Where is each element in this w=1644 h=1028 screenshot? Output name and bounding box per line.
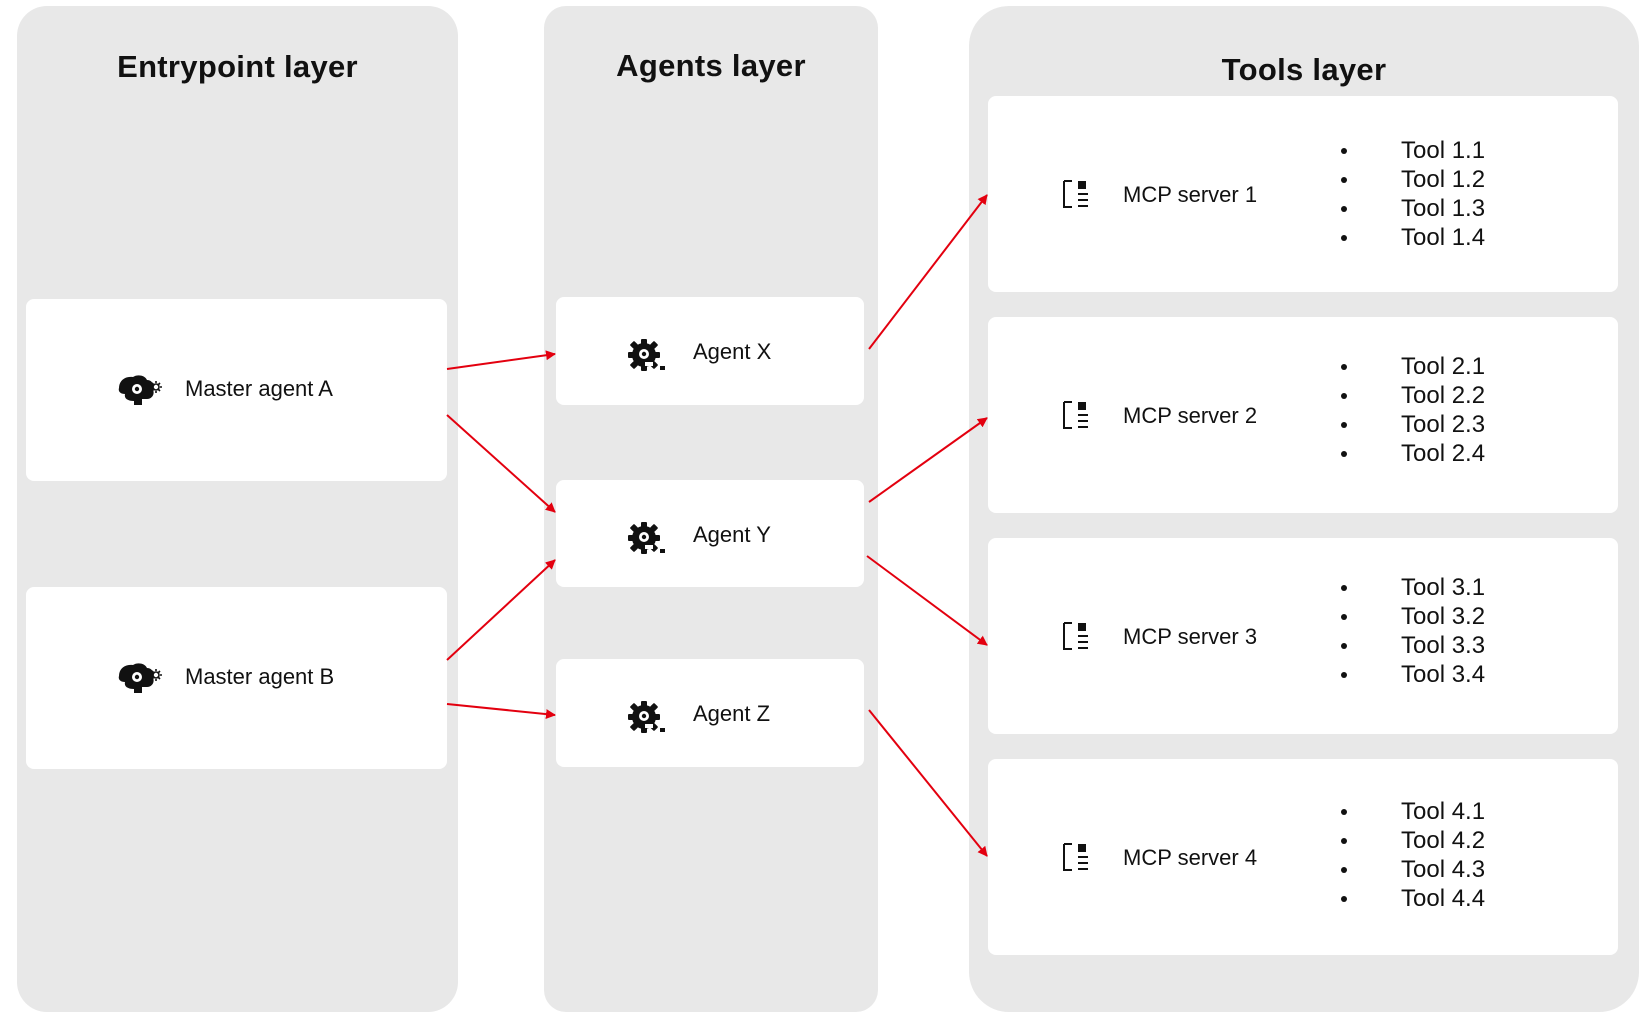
tool-item: Tool 1.4 — [1340, 223, 1485, 252]
mcp-server-4-card: MCP server 4 Tool 4.1 Tool 4.2 Tool 4.3 … — [988, 759, 1618, 955]
mcp-server-2-tool-list: Tool 2.1 Tool 2.2 Tool 2.3 Tool 2.4 — [1340, 352, 1485, 468]
tool-item: Tool 3.2 — [1340, 602, 1485, 631]
tool-item: Tool 4.3 — [1340, 855, 1485, 884]
server-icon — [1063, 843, 1088, 871]
mcp-server-1-label: MCP server 1 — [1123, 182, 1258, 207]
tool-item: Tool 2.2 — [1340, 381, 1485, 410]
server-icon — [1063, 401, 1088, 429]
gear-robot-icon — [628, 701, 665, 733]
brain-gear-icon — [118, 375, 162, 405]
mcp-server-1-tool-list: Tool 1.1 Tool 1.2 Tool 1.3 Tool 1.4 — [1340, 136, 1485, 252]
mcp-server-4-tool-list: Tool 4.1 Tool 4.2 Tool 4.3 Tool 4.4 — [1340, 797, 1485, 913]
gear-robot-icon — [628, 522, 665, 554]
tool-item: Tool 1.1 — [1340, 136, 1485, 165]
tool-item: Tool 3.1 — [1340, 573, 1485, 602]
tool-item: Tool 3.3 — [1340, 631, 1485, 660]
tool-item: Tool 2.4 — [1340, 439, 1485, 468]
tool-item: Tool 2.1 — [1340, 352, 1485, 381]
tools-layer-title: Tools layer — [1221, 52, 1387, 87]
arrow-master-b-to-agent-z — [446, 703, 556, 720]
agent-x-label: Agent X — [693, 339, 772, 364]
brain-gear-icon — [118, 663, 162, 693]
agent-z-label: Agent Z — [693, 701, 771, 726]
master-agent-b-card: Master agent B — [26, 587, 447, 769]
tool-item: Tool 1.3 — [1340, 194, 1485, 223]
tool-item: Tool 2.3 — [1340, 410, 1485, 439]
mcp-server-3-card: MCP server 3 Tool 3.1 Tool 3.2 Tool 3.3 … — [988, 538, 1618, 734]
entrypoint-layer-panel: Entrypoint layer — [17, 6, 458, 1012]
server-icon — [1063, 622, 1088, 650]
agents-layer-title: Agents layer — [616, 48, 806, 83]
mcp-server-1-card: MCP server 1 Tool 1.1 Tool 1.2 Tool 1.3 … — [988, 96, 1618, 292]
entrypoint-layer-title: Entrypoint layer — [117, 49, 358, 84]
tool-item: Tool 4.2 — [1340, 826, 1485, 855]
gear-robot-icon — [628, 339, 665, 371]
mcp-server-4-label: MCP server 4 — [1123, 845, 1258, 870]
arrow-master-a-to-agent-x — [446, 350, 556, 370]
tool-item: Tool 4.1 — [1340, 797, 1485, 826]
master-agent-b-label: Master agent B — [185, 664, 335, 689]
server-icon — [1063, 180, 1088, 208]
mcp-server-3-label: MCP server 3 — [1123, 624, 1258, 649]
agent-y-label: Agent Y — [693, 522, 771, 547]
agent-z-card: Agent Z — [556, 659, 864, 767]
master-agent-a-label: Master agent A — [185, 376, 333, 401]
tool-item: Tool 4.4 — [1340, 884, 1485, 913]
arrow-master-a-to-agent-y — [446, 414, 556, 513]
mcp-server-2-label: MCP server 2 — [1123, 403, 1258, 428]
agent-y-card: Agent Y — [556, 480, 864, 587]
mcp-server-2-card: MCP server 2 Tool 2.1 Tool 2.2 Tool 2.3 … — [988, 317, 1618, 513]
mcp-server-3-tool-list: Tool 3.1 Tool 3.2 Tool 3.3 Tool 3.4 — [1340, 573, 1485, 689]
arrow-master-b-to-agent-y — [446, 559, 556, 661]
tool-item: Tool 3.4 — [1340, 660, 1485, 689]
tool-item: Tool 1.2 — [1340, 165, 1485, 194]
agent-x-card: Agent X — [556, 297, 864, 405]
master-agent-a-card: Master agent A — [26, 299, 447, 481]
